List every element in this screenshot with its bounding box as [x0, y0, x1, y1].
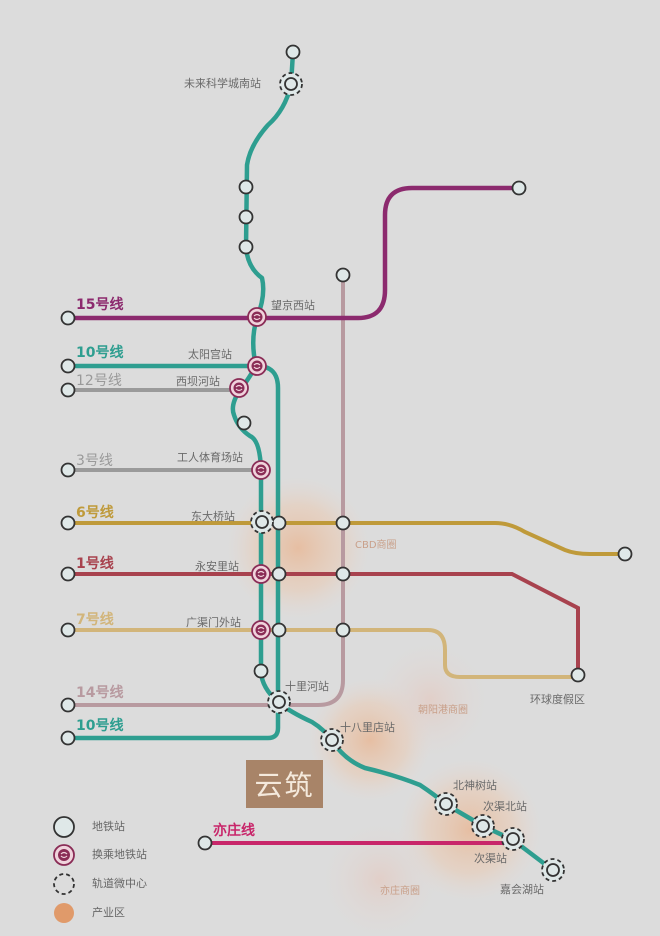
zone-label-yizhuang: 亦庄商圈 — [380, 886, 420, 897]
station-label-jiahuihu: 嘉会湖站 — [500, 883, 544, 896]
zone-label-chaoyanggang: 朝阳港商圈 — [418, 705, 468, 716]
station-label-beishenshu: 北神树站 — [453, 779, 497, 792]
station-label-ciqu: 次渠站 — [474, 852, 507, 865]
station-label-shibalidian: 十八里店站 — [340, 721, 395, 734]
line-7-path — [68, 628, 578, 679]
line-label-3: 3号线 — [76, 453, 113, 469]
station-label-yonganli: 永安里站 — [195, 560, 239, 573]
legend-icons — [53, 816, 75, 923]
legend-hub-icon — [53, 873, 75, 895]
station-label-guangqumenwai: 广渠门外站 — [186, 616, 241, 629]
zone-label-cbd: CBD商圈 — [355, 540, 397, 551]
legend-label-zone: 产业区 — [92, 906, 125, 919]
station-label-dongdaqiao: 东大桥站 — [191, 510, 235, 523]
station-label-shilihe: 十里河站 — [285, 680, 329, 693]
station-label-huanqiudujiaqu: 环球度假区 — [530, 693, 585, 706]
line-6-path — [68, 521, 625, 556]
line-label-15: 15号线 — [76, 297, 124, 313]
legend-station-icon — [53, 816, 75, 838]
legend-transfer-icon — [53, 844, 75, 866]
stations-regular — [60, 44, 633, 851]
zone-yizhuang — [320, 820, 440, 936]
line-label-yizhuang: 亦庄线 — [213, 823, 255, 839]
line-label-12: 12号线 — [76, 373, 122, 389]
station-label-weilaikexuecheng: 未来科学城南站 — [184, 77, 261, 90]
line-label-6: 6号线 — [76, 505, 114, 521]
station-label-wangjingxi: 望京西站 — [271, 299, 315, 312]
station-label-taiyanggong: 太阳宫站 — [188, 348, 232, 361]
line-label-1: 1号线 — [76, 556, 114, 572]
line-label-14: 14号线 — [76, 685, 124, 701]
line-label-10: 10号线 — [76, 345, 124, 361]
station-label-ciqubei: 次渠北站 — [483, 800, 527, 813]
legend-label-station: 地铁站 — [92, 820, 125, 833]
line-label-10b: 10号线 — [76, 718, 124, 734]
station-label-xibahe: 西坝河站 — [176, 375, 220, 388]
project-badge: 云筑 — [246, 760, 323, 808]
stations-transfer — [229, 307, 271, 640]
line-label-7: 7号线 — [76, 612, 114, 628]
stations-hub — [250, 72, 565, 882]
line-14-path — [68, 275, 345, 707]
line-15-path — [68, 185, 519, 321]
legend-label-hub: 轨道微中心 — [92, 877, 147, 890]
zone-cbd — [226, 476, 370, 620]
zone-chaoyanggang — [370, 640, 490, 760]
legend-label-transfer: 换乘地铁站 — [92, 848, 147, 861]
legend-zone-icon — [54, 903, 74, 923]
line-1-path — [68, 572, 580, 675]
station-label-gongrentiyuchang: 工人体育场站 — [177, 451, 243, 464]
